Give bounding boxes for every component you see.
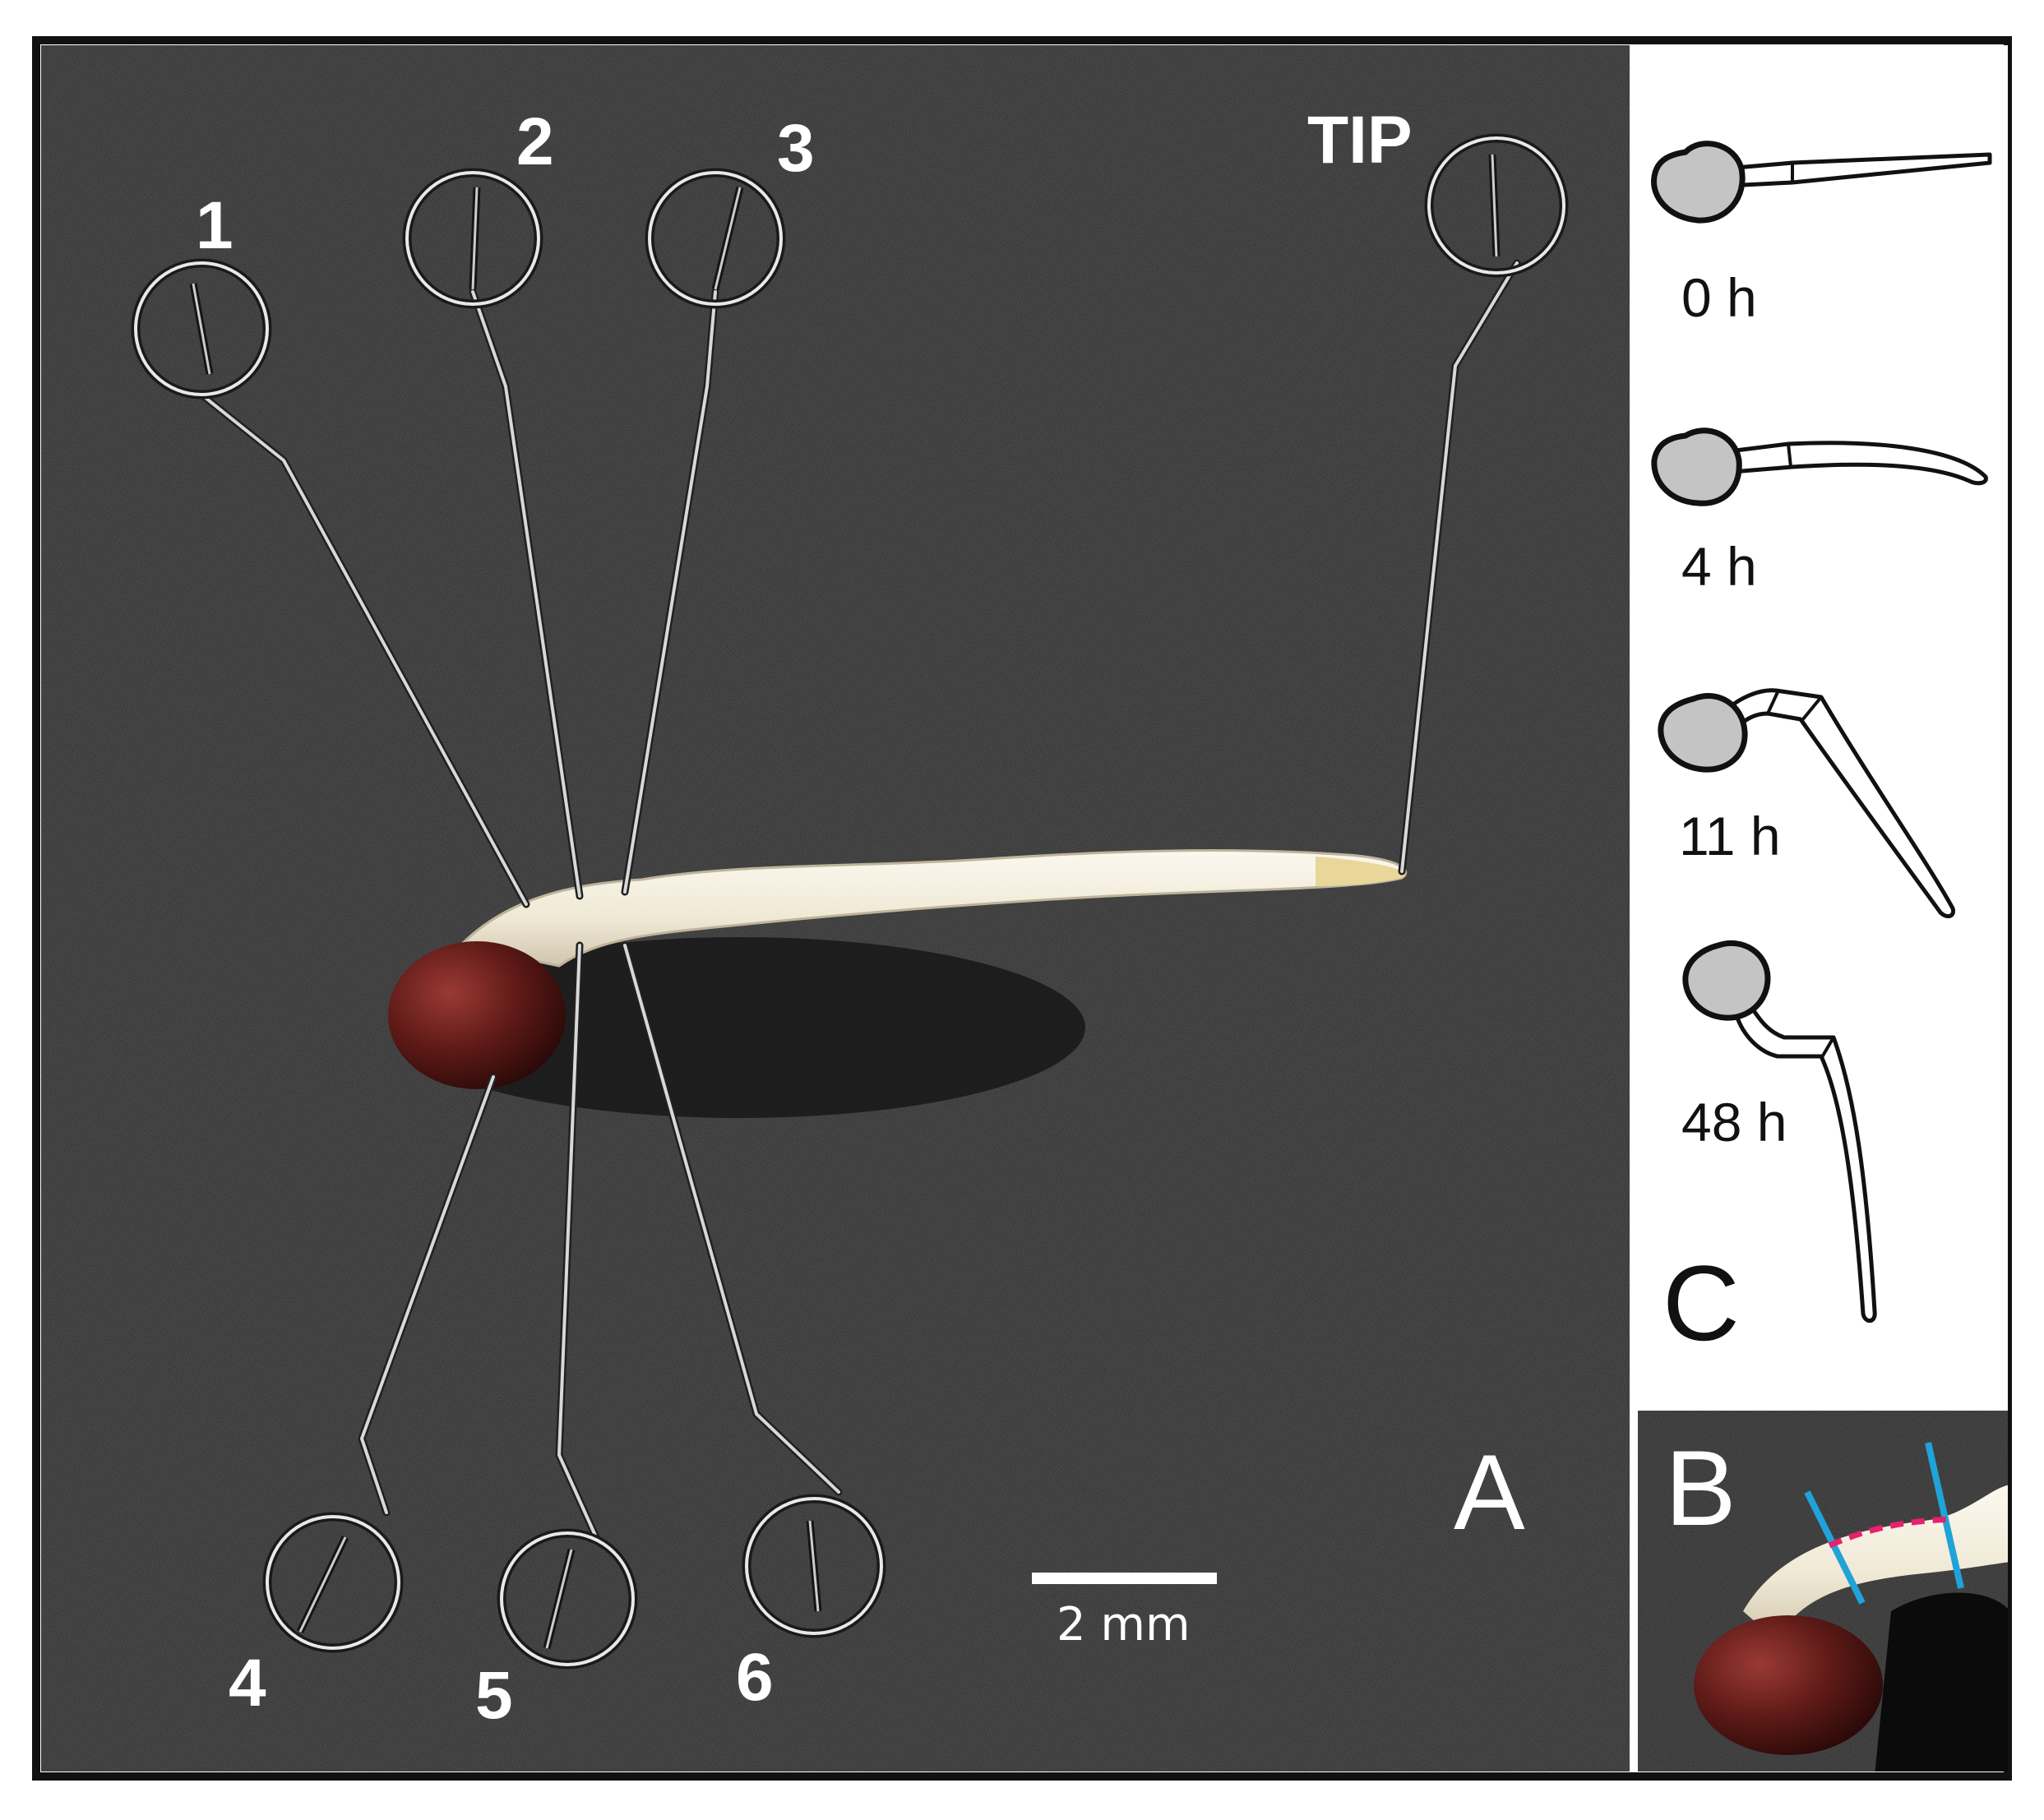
hook-label-4: 4 bbox=[229, 1646, 266, 1721]
hook-tip bbox=[1424, 133, 1569, 278]
hook-2 bbox=[402, 168, 543, 309]
hook-5 bbox=[497, 1528, 638, 1670]
root bbox=[457, 849, 1408, 968]
panel-b-root bbox=[1743, 1485, 2008, 1640]
hook-label-6: 6 bbox=[736, 1640, 774, 1715]
seedling-4h bbox=[1651, 427, 1988, 506]
seed bbox=[388, 941, 566, 1089]
panel-b-arc bbox=[1828, 1516, 1954, 1549]
wire-hooks-bottom bbox=[358, 941, 843, 1541]
panel-a-letter: A bbox=[1454, 1432, 1525, 1552]
root-tip bbox=[1316, 857, 1405, 886]
panel-b-shadow bbox=[1875, 1592, 2008, 1771]
time-label-11h: 11 h bbox=[1679, 806, 1781, 866]
seedling-0h bbox=[1651, 141, 1992, 224]
panel-c-letter: C bbox=[1662, 1243, 1740, 1363]
wire-hooks-top bbox=[197, 259, 1521, 908]
hook-label-tip: TIP bbox=[1307, 103, 1413, 178]
panel-b-seed bbox=[1694, 1615, 1883, 1755]
scale-bar-label: 2 mm bbox=[1057, 1598, 1191, 1651]
hook-3 bbox=[645, 168, 786, 309]
hook-1 bbox=[131, 258, 272, 400]
hook-label-2: 2 bbox=[516, 104, 554, 179]
time-label-4h: 4 h bbox=[1681, 536, 1757, 597]
panel-b-marker-right bbox=[1925, 1442, 1964, 1589]
panel-a: 1 2 3 TIP 4 5 6 2 mm A bbox=[41, 45, 1630, 1771]
root-shadow bbox=[395, 937, 1085, 1118]
hook-4 bbox=[262, 1512, 404, 1653]
hook-6 bbox=[742, 1494, 886, 1638]
seedling-11h bbox=[1658, 688, 1956, 919]
time-label-48h: 48 h bbox=[1681, 1092, 1787, 1153]
hook-label-5: 5 bbox=[475, 1658, 513, 1733]
panel-b-marker-left bbox=[1804, 1490, 1866, 1605]
seedling-48h bbox=[1682, 940, 1877, 1323]
hook-label-3: 3 bbox=[777, 111, 815, 186]
panel-b-letter: B bbox=[1665, 1428, 1736, 1548]
panel-b: B bbox=[1638, 1411, 2008, 1771]
hook-label-1: 1 bbox=[196, 188, 234, 263]
time-label-0h: 0 h bbox=[1681, 267, 1757, 328]
panel-c: 0 h 4 h 11 h 48 h C bbox=[1638, 45, 2008, 1410]
hook-loops bbox=[131, 133, 1569, 1670]
